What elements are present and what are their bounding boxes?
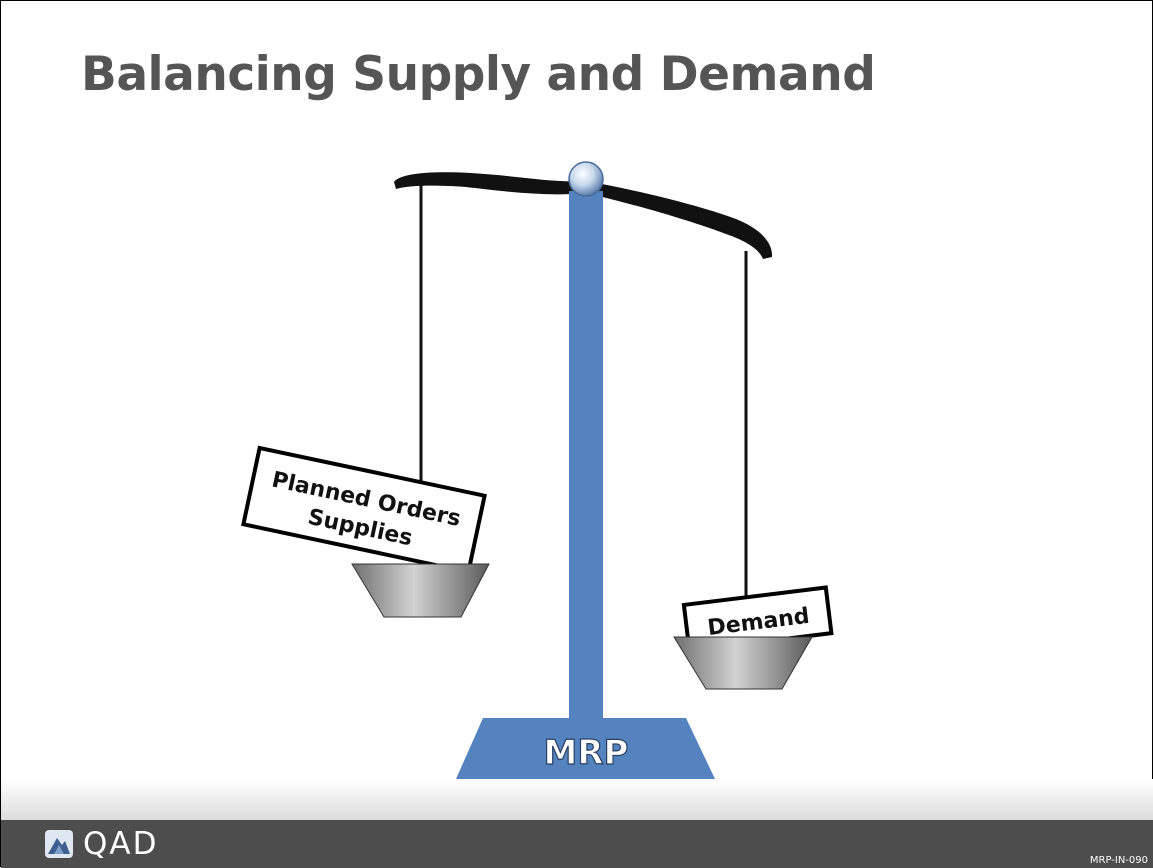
scale-pillar — [569, 191, 603, 731]
slide-code: MRP-IN-090 — [1089, 855, 1148, 866]
left-scale-pan — [351, 563, 490, 618]
right-scale-pan — [673, 636, 813, 690]
logo-text: QAD — [83, 826, 159, 862]
slide-title: Balancing Supply and Demand — [81, 47, 876, 102]
qad-logo-icon — [45, 830, 73, 858]
base-label: MRP — [544, 733, 629, 773]
left-weight-box: Planned Orders Supplies — [241, 445, 487, 575]
footer-bar: QAD MRP-IN-090 — [1, 820, 1153, 868]
qad-logo: QAD — [45, 826, 159, 862]
pivot-ball — [568, 161, 604, 197]
footer-fade — [1, 779, 1153, 820]
right-weight-box: Demand — [681, 585, 834, 653]
scale-base — [456, 718, 715, 779]
